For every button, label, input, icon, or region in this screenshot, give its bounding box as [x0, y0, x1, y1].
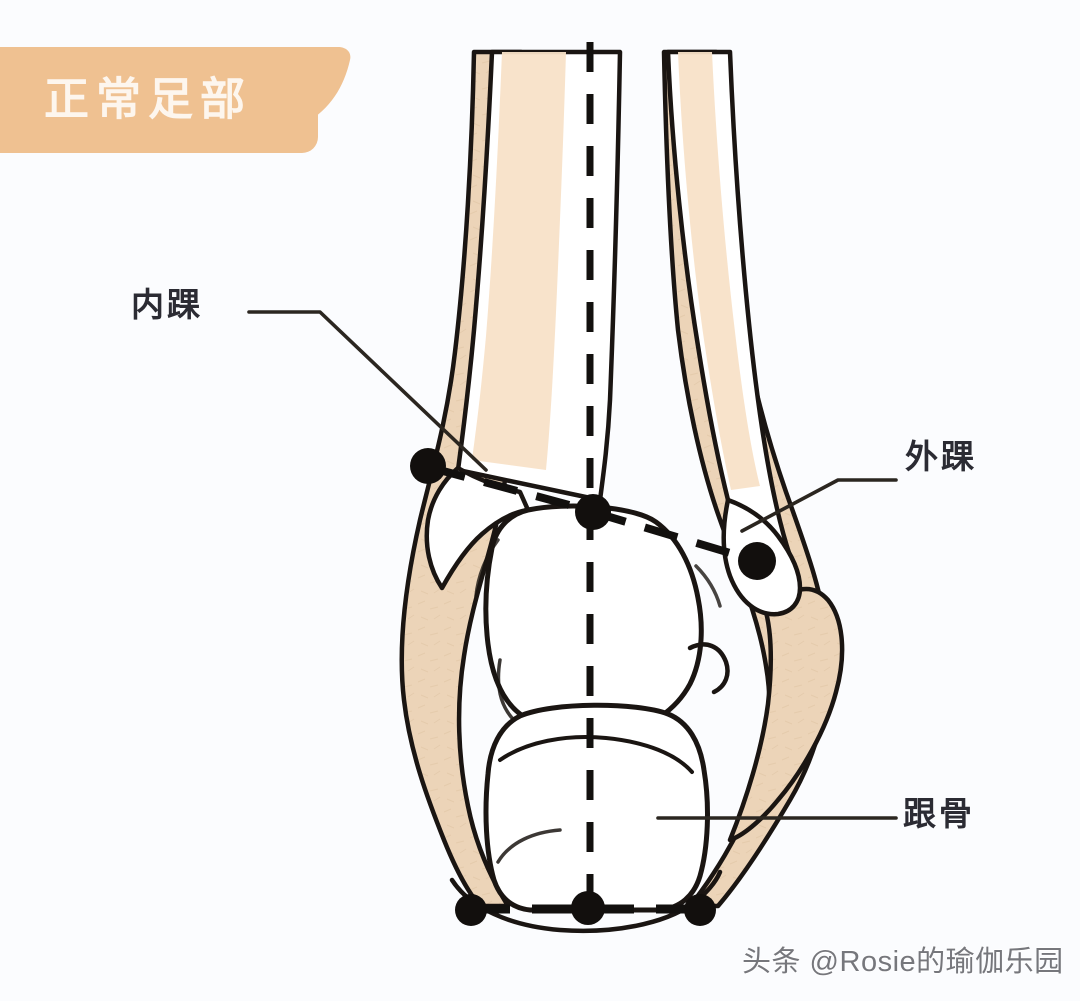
joint-capsule-medial — [474, 538, 500, 598]
label-medial-malleolus: 内踝 — [131, 286, 203, 323]
talus-lateral-process — [687, 642, 730, 695]
intermalleolar-dashed-line-lateral — [591, 508, 759, 565]
talus-bone — [483, 503, 704, 739]
joint-capsule-lateral — [694, 564, 722, 608]
marker-medial-malleolus — [410, 448, 446, 484]
calcaneus-internal-arc — [496, 828, 562, 864]
fibula-shaft-fill — [678, 52, 760, 490]
watermark-text: 头条 @Rosie的瑜伽乐园 — [742, 946, 1064, 978]
label-calcaneus: 跟骨 — [903, 795, 975, 832]
label-lateral-malleolus: 外踝 — [905, 438, 977, 475]
title-banner-shape — [0, 47, 352, 153]
marker-heel-lateral — [684, 894, 716, 926]
intermalleolar-dashed-line-medial — [430, 464, 597, 516]
calcaneus-superior-ridge — [498, 734, 694, 774]
title-banner: 正常足部 — [0, 47, 352, 153]
marker-lateral-malleolus — [738, 542, 776, 580]
marker-heel-medial — [455, 894, 487, 926]
marker-talus-midline — [575, 494, 611, 530]
calcaneus-bone — [483, 702, 710, 913]
talus-medial-contour — [496, 658, 514, 720]
marker-heel-midline — [571, 891, 605, 925]
soft-tissue-lateral-bulge — [727, 586, 845, 843]
leader-line-lateral-malleolus — [740, 478, 898, 533]
leader-line-medial-malleolus — [247, 310, 488, 472]
tibia-shaft-fill — [472, 52, 566, 470]
title-banner-label: 正常足部 — [44, 73, 253, 125]
